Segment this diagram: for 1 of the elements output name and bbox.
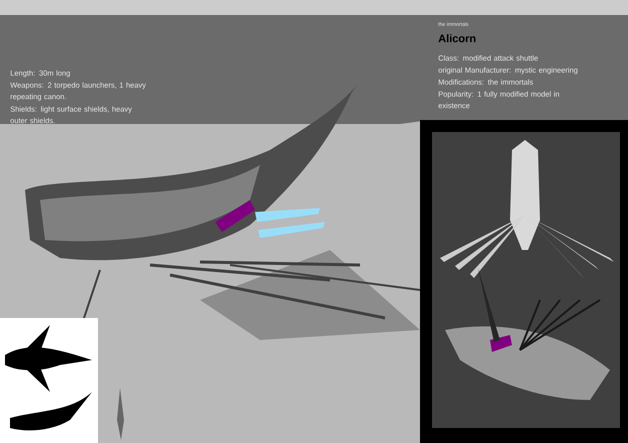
ship-name: Alicorn — [438, 34, 476, 42]
